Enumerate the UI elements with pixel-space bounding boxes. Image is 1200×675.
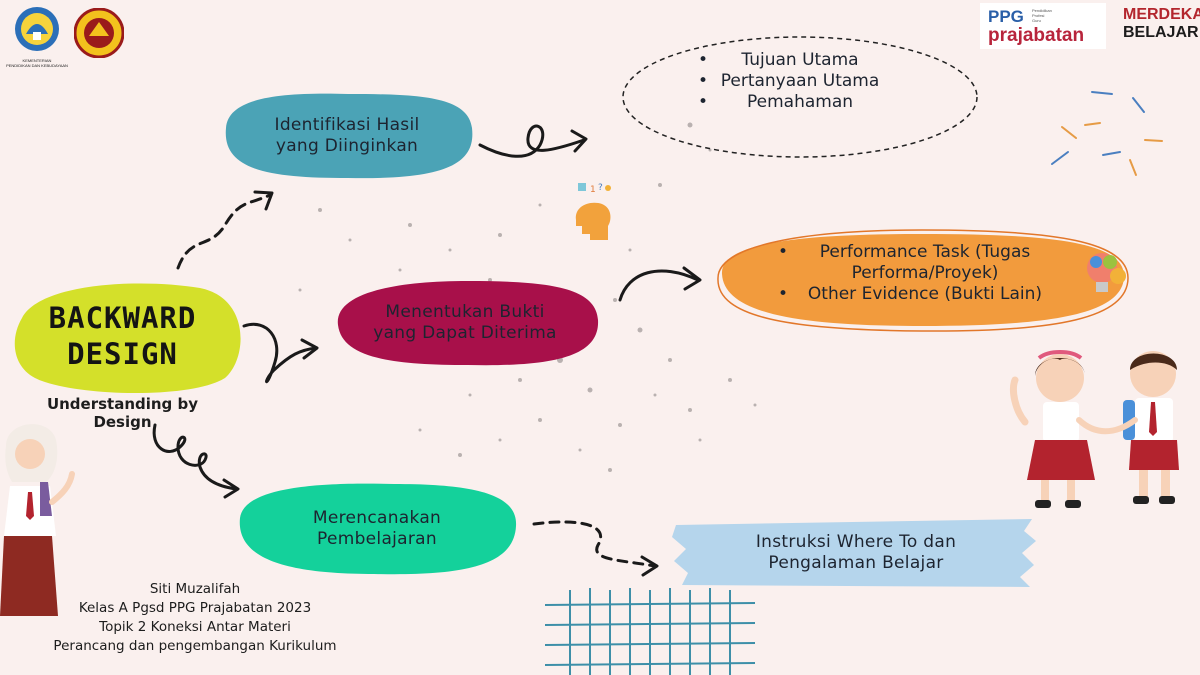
students-illustration xyxy=(1009,350,1179,508)
step1-label: Identifikasi Hasil yang Diinginkan xyxy=(274,115,420,156)
detail-bottom-label: Instruksi Where To dan Pengalaman Belaja… xyxy=(755,532,957,573)
step1-node: Identifikasi Hasil yang Diinginkan xyxy=(218,88,476,184)
step2-node: Menentukan Bukti yang Dapat Diterima xyxy=(328,275,602,371)
confetti-decoration xyxy=(1051,91,1163,176)
arrowhead-step2 xyxy=(300,338,319,360)
university-seal-icon xyxy=(73,7,125,59)
arrow-step3-detail xyxy=(532,520,657,568)
title-block: BACKWARD DESIGN xyxy=(10,280,235,392)
detail-top-item: •Tujuan Utama xyxy=(698,50,859,70)
arrowhead-step3-detail xyxy=(640,555,659,577)
credit-course: Perancang dan pengembangan Kurikulum xyxy=(53,638,337,654)
detail-middle: •Performance Task (Tugas Performa/Proyek… xyxy=(770,242,1080,305)
ppg-logo-bottom: prajabatan xyxy=(988,25,1085,46)
ppg-logo-small: Pendidikan Profesi Guru xyxy=(1032,8,1052,23)
arrow-to-step3 xyxy=(152,423,238,491)
detail-middle-item: •Other Evidence (Bukti Lain) xyxy=(778,284,1043,304)
step1-blob xyxy=(225,93,473,179)
tut-wuri-emblem-icon xyxy=(15,7,59,51)
detail-top-item: •Pemahaman xyxy=(698,92,854,112)
arrow-to-step2 xyxy=(242,322,318,384)
svg-text:?: ? xyxy=(598,183,603,193)
step3-node: Merencanakan Pembelajaran xyxy=(234,478,520,580)
arrow-step1-detail xyxy=(478,124,586,158)
ppg-logo-top: PPG xyxy=(988,7,1024,26)
teacher-illustration xyxy=(0,424,75,616)
detail-middle-list: •Performance Task (Tugas Performa/Proyek… xyxy=(770,242,1080,305)
kemendikbud-logo: KEMENTERIAN PENDIDIKAN DAN KEBUDAYAAN xyxy=(6,4,68,68)
merdeka-logo-top: MERDEKA xyxy=(1123,6,1200,23)
detail-bottom-stroke xyxy=(672,519,1036,587)
arrowhead-step2-detail xyxy=(682,266,702,291)
detail-top-ellipse xyxy=(622,36,978,158)
arrowhead-step1-detail xyxy=(570,129,588,153)
step3-blob xyxy=(239,483,517,575)
detail-middle-blob xyxy=(717,229,1129,332)
head-ideas-icon: 1 ? xyxy=(575,183,611,240)
detail-middle-item: •Performance Task (Tugas Performa/Proyek… xyxy=(778,242,1031,283)
main-subtitle: Understanding by Design xyxy=(46,395,199,431)
step2-blob xyxy=(337,281,599,366)
arrowhead-step3 xyxy=(222,478,240,499)
ppg-prajabatan-logo: PPG Pendidikan Profesi Guru prajabatan xyxy=(980,3,1106,49)
title-blob xyxy=(14,283,241,394)
step3-label: Merencanakan Pembelajaran xyxy=(312,508,442,549)
arrow-to-step1 xyxy=(176,193,272,270)
detail-top-item: •Pertanyaan Utama xyxy=(698,71,880,91)
detail-bottom: Instruksi Where To dan Pengalaman Belaja… xyxy=(672,515,1040,591)
credit-class: Kelas A Pgsd PPG Prajabatan 2023 xyxy=(78,600,312,616)
detail-top-list: •Tujuan Utama •Pertanyaan Utama •Pemaham… xyxy=(690,50,910,113)
credit-name: Siti Muzalifah xyxy=(149,581,241,597)
merdeka-belajar-logo: MERDEKA BELAJAR xyxy=(1123,6,1200,46)
arrow-step2-detail xyxy=(618,269,700,302)
grid-decoration xyxy=(544,588,756,675)
detail-top: •Tujuan Utama •Pertanyaan Utama •Pemaham… xyxy=(690,50,910,113)
lightbulb-puzzle-icon xyxy=(1087,253,1126,292)
main-title: BACKWARD DESIGN xyxy=(48,301,197,371)
credit-topic: Topik 2 Koneksi Antar Materi xyxy=(99,619,291,635)
arrowhead-step1 xyxy=(253,190,274,211)
step2-label: Menentukan Bukti yang Dapat Diterima xyxy=(373,302,557,343)
credits-block: Siti Muzalifah Kelas A Pgsd PPG Prajabat… xyxy=(40,580,350,656)
svg-text:1: 1 xyxy=(590,185,596,195)
merdeka-logo-bottom: BELAJAR xyxy=(1123,24,1199,41)
university-logo xyxy=(73,7,125,59)
kemendikbud-caption: KEMENTERIAN PENDIDIKAN DAN KEBUDAYAAN xyxy=(6,58,68,68)
